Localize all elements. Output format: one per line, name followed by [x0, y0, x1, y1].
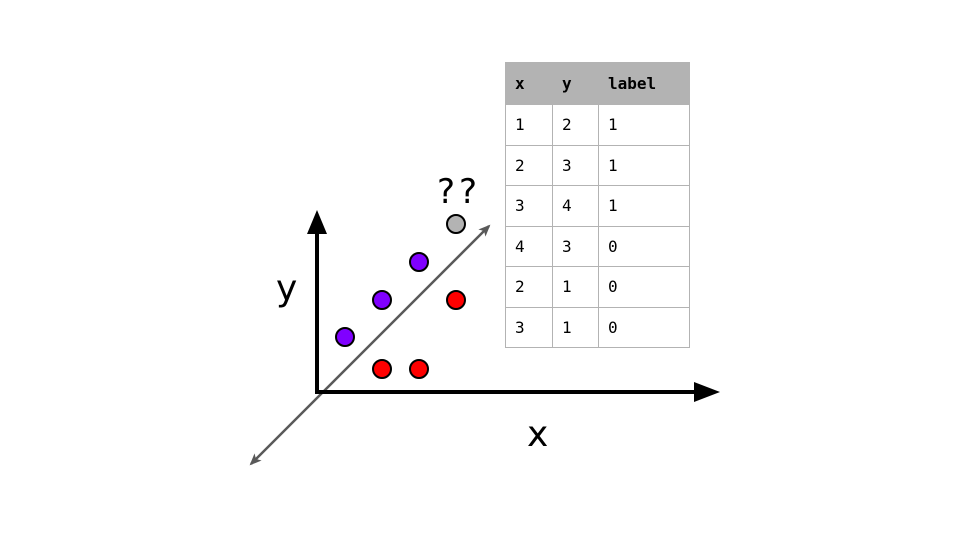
table-cell: 1	[598, 185, 690, 227]
column-header-label: label	[598, 62, 690, 105]
table-cell: 0	[598, 306, 690, 348]
data-points	[335, 214, 466, 379]
table-cell: 2	[505, 266, 553, 308]
point-label-0	[372, 359, 392, 379]
table-cell: 1	[598, 144, 690, 186]
point-label-1	[372, 290, 392, 310]
table-row: 2 1 0	[505, 266, 690, 308]
table-cell: 2	[505, 144, 553, 186]
table-row: 3 4 1	[505, 185, 690, 227]
table-cell: 3	[552, 144, 599, 186]
column-header-y: y	[552, 62, 599, 105]
table-cell: 1	[552, 306, 599, 348]
table-cell: 4	[505, 225, 553, 267]
table-cell: 0	[598, 266, 690, 308]
table-cell: 1	[505, 104, 553, 146]
y-axis-arrowhead	[307, 210, 327, 234]
table-cell: 3	[552, 225, 599, 267]
y-axis-label: y	[276, 268, 297, 309]
table-cell: 1	[598, 104, 690, 146]
table-cell: 0	[598, 225, 690, 267]
table-cell: 4	[552, 185, 599, 227]
table-row: 3 1 0	[505, 306, 690, 348]
point-label-0	[446, 290, 466, 310]
point-label-1	[409, 252, 429, 272]
column-header-x: x	[505, 62, 553, 105]
table-row: 1 2 1	[505, 104, 690, 146]
unknown-point-label: ??	[437, 172, 481, 212]
table-header-row: x y label	[505, 62, 690, 105]
decision-boundary-line	[249, 224, 491, 466]
point-unknown	[446, 214, 466, 234]
table-cell: 2	[552, 104, 599, 146]
table-cell: 3	[505, 185, 553, 227]
point-label-1	[335, 327, 355, 347]
x-axis-label: x	[527, 414, 548, 455]
table-cell: 3	[505, 306, 553, 348]
data-table: x y label 1 2 1 2 3 1 3 4 1 4 3 0 2 1 0	[505, 62, 690, 348]
table-row: 2 3 1	[505, 144, 690, 186]
x-axis-arrowhead	[694, 382, 720, 402]
point-label-0	[409, 359, 429, 379]
table-row: 4 3 0	[505, 225, 690, 267]
table-cell: 1	[552, 266, 599, 308]
